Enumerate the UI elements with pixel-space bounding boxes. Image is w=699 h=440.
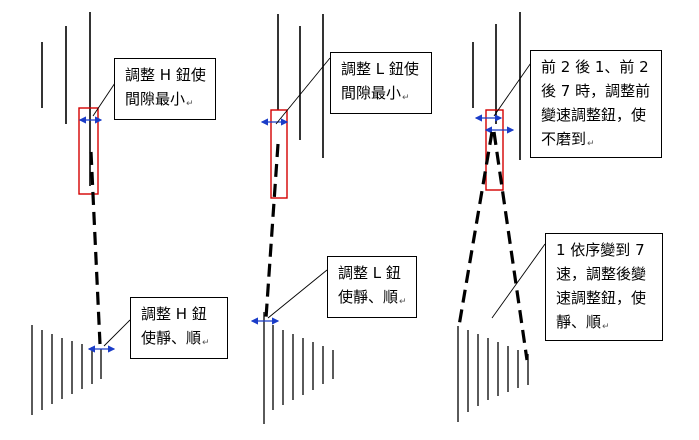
callout-text-line: 調整 H 鈕 — [141, 305, 207, 323]
callout-text-line: 不磨到↵ — [541, 130, 595, 149]
leader-line — [103, 319, 131, 347]
leader-line — [493, 59, 534, 117]
callout-front-shift: 前 2 後 1、前 2 後 7 時，調整前 變速調整鈕，使 不磨到↵ — [530, 50, 662, 158]
callout-text-line: 速調整鈕，使 — [556, 289, 647, 307]
leader-line — [491, 243, 546, 319]
chain-line — [89, 151, 102, 345]
front-chainrings — [277, 14, 324, 158]
callout-adjust-l-gap: 調整 L 鈕使 間隙最小↵ — [330, 52, 432, 114]
callout-adjust-h-gap: 調整 H 鈕使 間隙最小↵ — [114, 58, 216, 120]
panel-l — [250, 14, 334, 424]
callout-text-line: 使靜、順↵ — [141, 329, 210, 348]
return-mark: ↵ — [186, 99, 194, 109]
callout-text-line: 調整 L 鈕 — [338, 264, 401, 282]
chain-line — [492, 131, 529, 361]
callout-text-line: 靜、順↵ — [556, 313, 610, 332]
rear-cassette — [263, 312, 334, 424]
callout-text-line: 前 2 後 1、前 2 — [541, 58, 649, 76]
callout-text-line: 調整 L 鈕使 — [341, 60, 419, 78]
front-chainrings — [41, 12, 91, 186]
callout-text-line: 間隙最小↵ — [341, 84, 410, 103]
chain-line — [457, 131, 494, 327]
callout-adjust-h-smooth: 調整 H 鈕 使靜、順↵ — [130, 297, 228, 359]
callout-adjust-l-smooth: 調整 L 鈕 使靜、順↵ — [327, 256, 417, 318]
callout-text-line: 速，調整後變 — [556, 265, 647, 283]
panel-shift — [457, 12, 546, 422]
return-mark: ↵ — [202, 338, 210, 348]
callout-text-line: 後 7 時，調整前 — [541, 82, 651, 100]
callout-rear-shift: 1 依序變到 7 速，調整後變 速調整鈕，使 靜、順↵ — [545, 233, 663, 341]
highlight-box — [485, 109, 504, 191]
leader-line — [267, 269, 328, 319]
front-chainrings — [472, 12, 521, 160]
callout-text-line: 1 依序變到 7 — [556, 241, 645, 259]
rear-cassette — [31, 325, 102, 415]
return-mark: ↵ — [399, 297, 407, 307]
callout-text-line: 使靜、順↵ — [338, 288, 407, 307]
rear-cassette — [457, 326, 529, 422]
chain-line — [264, 143, 280, 319]
callout-text-line: 調整 H 鈕使 — [125, 66, 206, 84]
return-mark: ↵ — [402, 93, 410, 103]
highlight-box — [78, 107, 99, 195]
return-mark: ↵ — [602, 322, 610, 332]
leader-line — [92, 79, 118, 117]
leader-line — [275, 57, 331, 125]
callout-text-line: 變速調整鈕，使 — [541, 106, 647, 124]
highlight-box — [270, 109, 288, 199]
return-mark: ↵ — [587, 139, 595, 149]
callout-text-line: 間隙最小↵ — [125, 90, 194, 109]
panel-h — [31, 12, 131, 415]
